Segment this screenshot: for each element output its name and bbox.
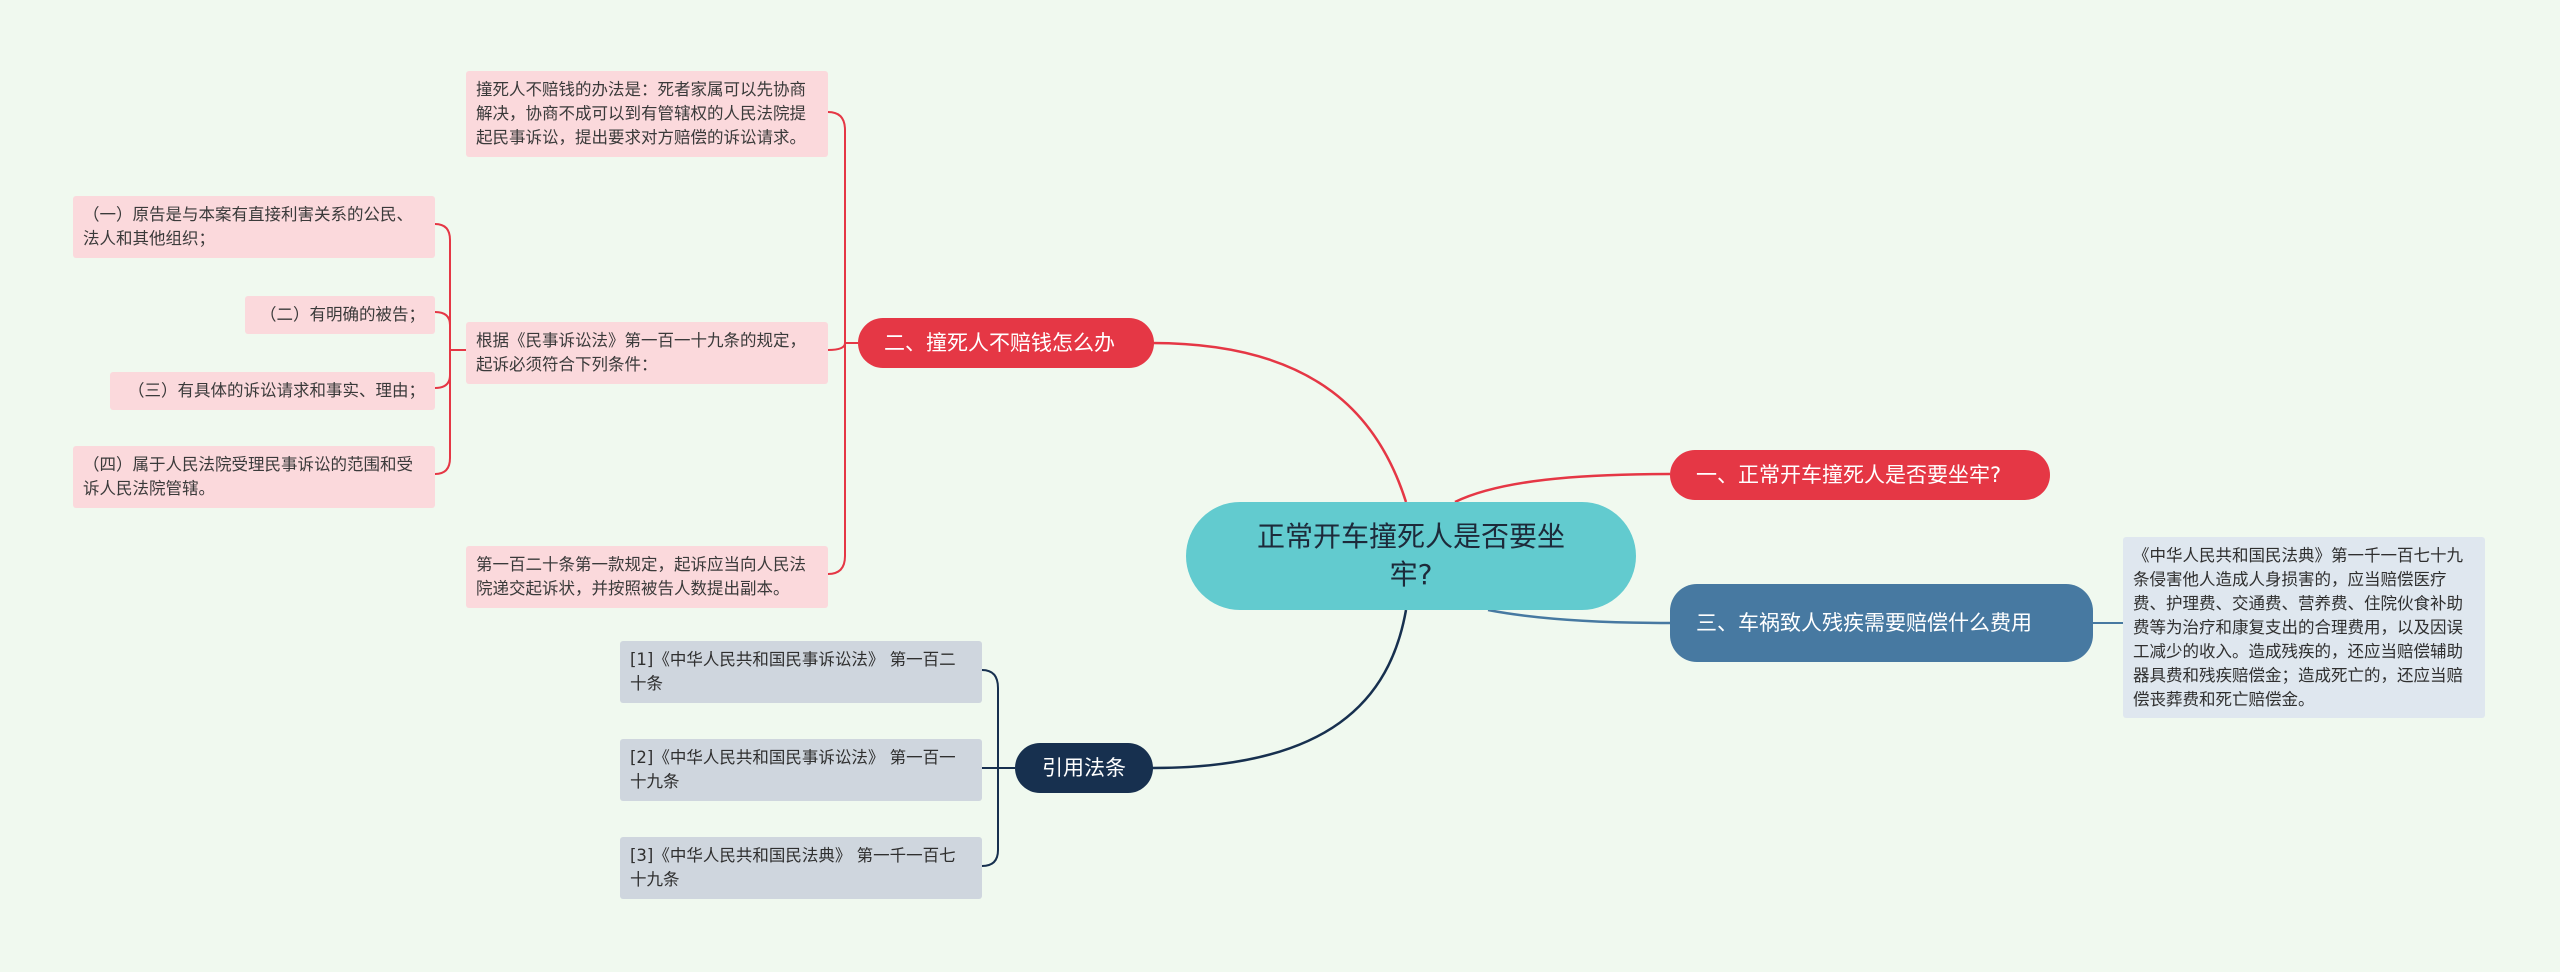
leaf-text: 第一百二十条第一款规定，起诉应当向人民法院递交起诉状，并按照被告人数提出副本。: [476, 555, 806, 598]
citation-text: [2]《中华人民共和国民事诉讼法》 第一百一十九条: [630, 748, 956, 791]
branch-two-leaf-1[interactable]: 撞死人不赔钱的办法是：死者家属可以先协商解决，协商不成可以到有管辖权的人民法院提…: [466, 71, 828, 157]
branch-three-label: 三、车祸致人残疾需要赔偿什么费用: [1696, 610, 2032, 635]
branch-two-leaf-2[interactable]: 根据《民事诉讼法》第一百一十九条的规定，起诉必须符合下列条件：: [466, 322, 828, 384]
branch-four-label: 引用法条: [1042, 755, 1126, 780]
link-cond-4: [434, 350, 451, 475]
citation-1[interactable]: [1]《中华人民共和国民事诉讼法》 第一百二十条: [620, 641, 982, 703]
branch-two[interactable]: 二、撞死人不赔钱怎么办: [858, 318, 1154, 368]
link-root-b2: [1151, 341, 1408, 503]
link-b2-leaf1: [827, 111, 846, 343]
condition-text: （一）原告是与本案有直接利害关系的公民、法人和其他组织；: [83, 205, 413, 248]
citation-2[interactable]: [2]《中华人民共和国民事诉讼法》 第一百一十九条: [620, 739, 982, 801]
citation-3[interactable]: [3]《中华人民共和国民法典》 第一千一百七十九条: [620, 837, 982, 899]
condition-4[interactable]: （四）属于人民法院受理民事诉讼的范围和受诉人民法院管辖。: [73, 446, 435, 508]
leaf-text: 《中华人民共和国民法典》第一千一百七十九条侵害他人造成人身损害的，应当赔偿医疗费…: [2133, 546, 2463, 709]
branch-three[interactable]: 三、车祸致人残疾需要赔偿什么费用: [1670, 584, 2093, 662]
branch-two-label: 二、撞死人不赔钱怎么办: [884, 330, 1115, 355]
leaf-text: 撞死人不赔钱的办法是：死者家属可以先协商解决，协商不成可以到有管辖权的人民法院提…: [476, 80, 806, 147]
condition-2[interactable]: （二）有明确的被告；: [245, 296, 435, 334]
condition-text: （二）有明确的被告；: [260, 305, 425, 324]
branch-one[interactable]: 一、正常开车撞死人是否要坐牢?: [1670, 450, 2050, 500]
link-b2-leaf3: [827, 343, 846, 575]
link-cond-3: [434, 350, 451, 389]
link-cond-2: [434, 311, 451, 350]
link-root-b4: [1151, 609, 1408, 770]
link-root-b1: [1454, 472, 1671, 504]
citation-text: [1]《中华人民共和国民事诉讼法》 第一百二十条: [630, 650, 956, 693]
link-b2-leaf2: [827, 342, 846, 351]
link-root-b3: [1487, 608, 1671, 625]
link-b4-leaf3: [981, 768, 999, 867]
condition-text: （三）有具体的诉讼请求和事实、理由；: [128, 381, 425, 400]
root-topic[interactable]: 正常开车撞死人是否要坐牢?: [1186, 502, 1636, 610]
link-b4-leaf1: [981, 669, 999, 768]
condition-1[interactable]: （一）原告是与本案有直接利害关系的公民、法人和其他组织；: [73, 196, 435, 258]
link-cond-1: [434, 223, 451, 350]
branch-two-leaf-3[interactable]: 第一百二十条第一款规定，起诉应当向人民法院递交起诉状，并按照被告人数提出副本。: [466, 546, 828, 608]
root-topic-text: 正常开车撞死人是否要坐牢?: [1256, 520, 1565, 591]
condition-text: （四）属于人民法院受理民事诉讼的范围和受诉人民法院管辖。: [83, 455, 413, 498]
condition-3[interactable]: （三）有具体的诉讼请求和事实、理由；: [110, 372, 435, 410]
branch-one-label: 一、正常开车撞死人是否要坐牢?: [1696, 462, 2002, 487]
leaf-text: 根据《民事诉讼法》第一百一十九条的规定，起诉必须符合下列条件：: [476, 331, 806, 374]
branch-three-leaf[interactable]: 《中华人民共和国民法典》第一千一百七十九条侵害他人造成人身损害的，应当赔偿医疗费…: [2123, 537, 2485, 719]
branch-four[interactable]: 引用法条: [1015, 743, 1153, 793]
citation-text: [3]《中华人民共和国民法典》 第一千一百七十九条: [630, 846, 956, 889]
